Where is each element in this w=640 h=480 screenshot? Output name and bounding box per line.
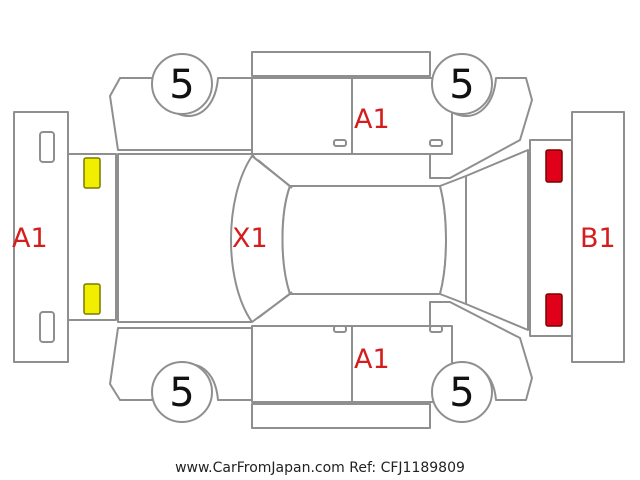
footer-caption: www.CarFromJapan.com Ref: CFJ1189809 [175, 460, 465, 476]
label-side-bottom: A1 [354, 344, 390, 375]
tire-front-right-circle [431, 53, 493, 115]
rear-window [439, 175, 467, 305]
label-hood: X1 [232, 223, 268, 254]
tire-rear-right-value: 5 [449, 370, 474, 416]
handle-front-bottom [333, 325, 347, 333]
a-pillar-top [257, 159, 293, 189]
rear-lamp-top [545, 149, 563, 183]
front-fog-slot-bottom [39, 311, 55, 343]
handle-rear-bottom [429, 325, 443, 333]
front-bumper [13, 111, 69, 363]
front-fog-slot-top [39, 131, 55, 163]
label-side-top: A1 [354, 104, 390, 135]
label-rear: B1 [580, 223, 616, 254]
handle-rear-top [429, 139, 443, 147]
a-pillar-bottom [257, 291, 293, 319]
tire-front-left-circle [151, 53, 213, 115]
tire-rear-right-circle [431, 361, 493, 423]
front-lamp-top [83, 157, 101, 189]
label-front-bumper: A1 [12, 223, 48, 254]
front-door-bottom [251, 325, 353, 403]
tire-front-right-value: 5 [449, 62, 474, 108]
roof [281, 185, 447, 295]
tire-front-left-value: 5 [169, 62, 194, 108]
tire-rear-left-value: 5 [169, 370, 194, 416]
roof-rail-bottom [251, 403, 431, 429]
rear-hatch [465, 149, 529, 331]
tire-rear-left-circle [151, 361, 213, 423]
rear-bumper [571, 111, 625, 363]
rear-lamp-bottom [545, 293, 563, 327]
roof-rail-top [251, 51, 431, 77]
handle-front-top [333, 139, 347, 147]
front-lamp-bottom [83, 283, 101, 315]
